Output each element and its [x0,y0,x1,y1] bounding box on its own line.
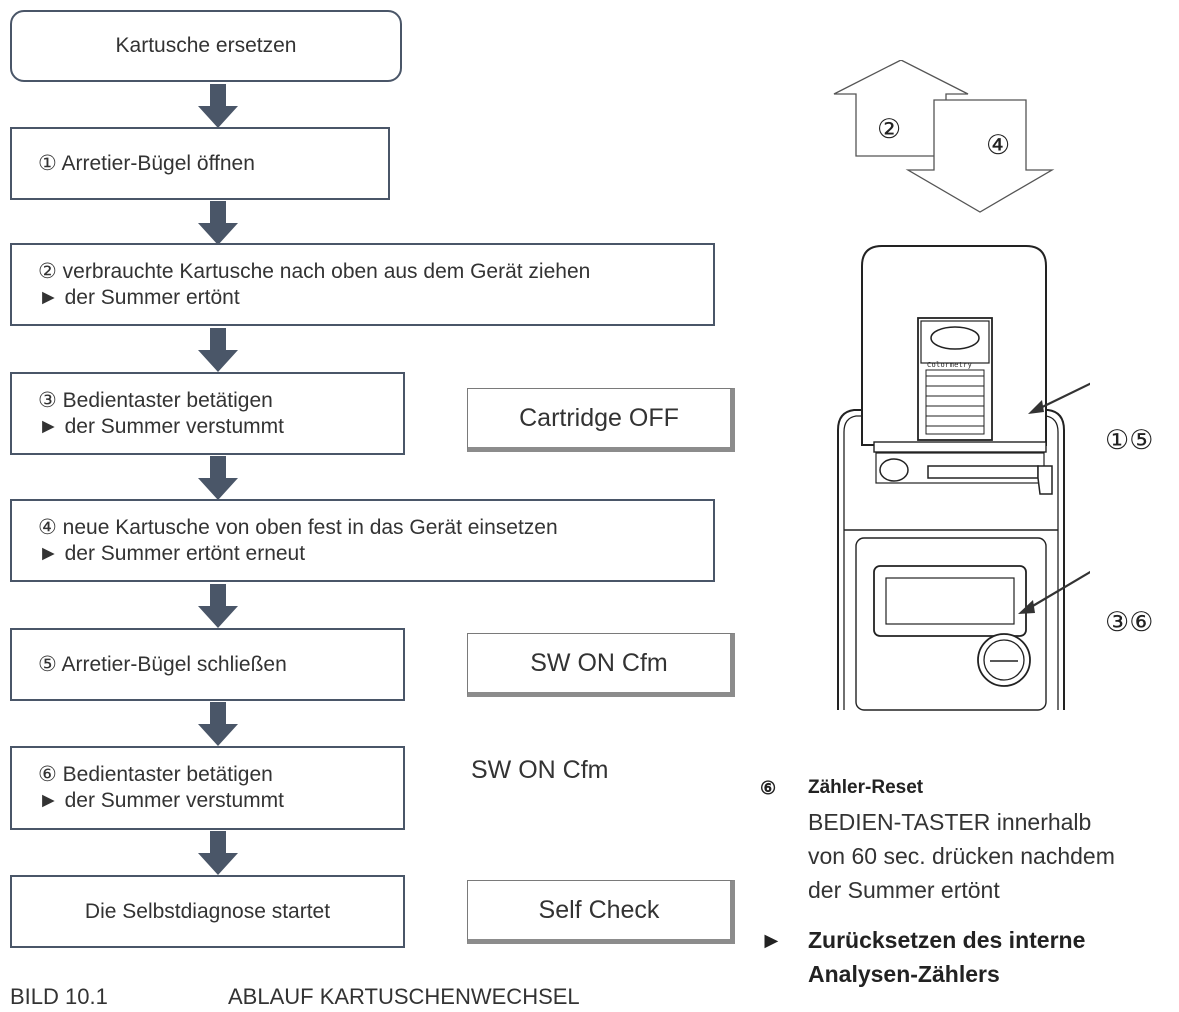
note-line-3: der Summer ertönt [808,877,1000,903]
flow-step-4-line-2: ► der Summer ertönt erneut [38,541,306,565]
flow-arrow-down-icon [198,831,238,875]
flow-end-box: Die Selbstdiagnose startet [10,875,405,948]
flow-end-label: Die Selbstdiagnose startet [84,899,331,923]
note-result-marker: ► [760,927,783,953]
arrow-down-label: ④ [986,130,1011,160]
flow-step-5-box: ⑤ Arretier-Bügel schließen [10,628,405,701]
note-counter-reset: ⑥ Zähler-Reset BEDIEN-TASTER innerhalb v… [760,771,1170,991]
device-illustration [833,60,1090,711]
flow-step-1-label: ① Arretier-Bügel öffnen [38,151,255,175]
callout-arrowhead-icon [1018,600,1035,614]
note-line-2: von 60 sec. drücken nachdem [808,843,1115,869]
flow-step-5-label: ⑤ Arretier-Bügel schließen [38,652,287,676]
note-result-line-1: Zurücksetzen des interne [808,927,1086,953]
flow-start-box: Kartusche ersetzen [10,10,402,82]
flow-step-6-line-1: ⑥ Bedientaster betätigen [38,763,273,786]
figure-number: BILD 10.1 [10,984,108,1009]
flow-step-1-box: ① Arretier-Bügel öffnen [10,127,390,200]
callout-lever-label: ①⑤ [1105,425,1154,455]
callout-arrowhead-icon [1028,400,1044,414]
flow-step-6-box: ⑥ Bedientaster betätigen ► der Summer ve… [10,746,405,830]
display-cartridge-off: Cartridge OFF [467,388,735,452]
display-sw-on-cfm: SW ON Cfm [467,633,735,697]
arrow-up-label: ② [877,114,902,144]
flow-start-label: Kartusche ersetzen [115,34,297,57]
flow-arrow-down-icon [198,84,238,128]
flow-step-3-line-1: ③ Bedientaster betätigen [38,388,273,412]
flow-arrow-down-icon [198,456,238,500]
cartridge-brand-label: Colormetry [927,361,973,369]
flow-step-3-box: ③ Bedientaster betätigen ► der Summer ve… [10,372,405,455]
display-self-check: Self Check [467,880,735,944]
note-title: Zähler-Reset [808,777,924,798]
note-result-line-2: Analysen-Zählers [808,961,1000,987]
note-number: ⑥ [760,778,777,798]
flow-step-4-box: ④ neue Kartusche von oben fest in das Ge… [10,499,715,582]
flow-arrow-down-icon [198,201,238,245]
flow-step-6-line-2: ► der Summer verstummt [38,789,284,812]
flow-arrow-down-icon [198,702,238,746]
note-line-1: BEDIEN-TASTER innerhalb [808,809,1092,835]
figure-title: ABLAUF KARTUSCHENWECHSEL [228,984,580,1009]
flow-step-4-line-1: ④ neue Kartusche von oben fest in das Ge… [38,515,558,539]
flow-arrow-down-icon [198,584,238,628]
flow-step-2-line-1: ② verbrauchte Kartusche nach oben aus de… [38,259,591,283]
callout-button-label: ③⑥ [1105,607,1154,637]
flow-arrow-down-icon [198,328,238,372]
flow-step-3-line-2: ► der Summer verstummt [38,414,284,438]
arrow-down-outline-icon [905,99,1055,213]
flow-step-2-box: ② verbrauchte Kartusche nach oben aus de… [10,243,715,326]
flow-step-2-line-2: ► der Summer ertönt [38,285,240,309]
display-sw-on-cfm-plain: SW ON Cfm [471,756,609,784]
